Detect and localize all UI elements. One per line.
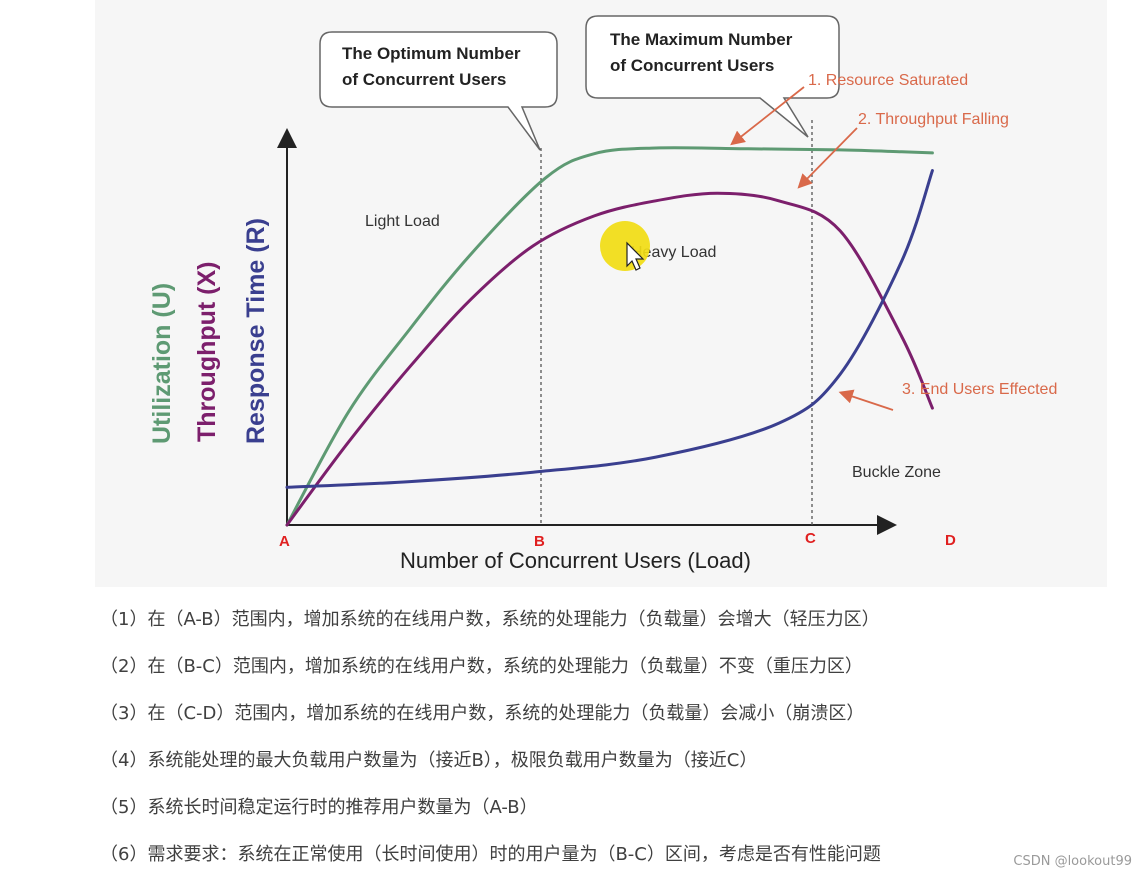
annotation-throughput-falling: 2. Throughput Falling xyxy=(858,111,1009,128)
note-6: （6）需求要求：系统在正常使用（长时间使用）时的用户量为（B-C）区间，考虑是否… xyxy=(100,844,881,865)
watermark: CSDN @lookout99 xyxy=(1013,854,1132,869)
ylabel-throughput: Throughput (X) xyxy=(193,262,221,443)
arrow-resource-saturated xyxy=(730,86,805,146)
callout-optimum: The Optimum Number of Concurrent Users xyxy=(319,31,558,151)
callout-maximum-line1: The Maximum Number xyxy=(610,30,793,49)
svg-text:The Maximum Number of C: The Maximum Number of Concurrent Users xyxy=(610,30,797,75)
arrow-throughput-falling xyxy=(797,127,858,189)
note-4: （4）系统能处理的最大负载用户数量为（接近B），极限负载用户数量为（接近C） xyxy=(100,750,758,771)
point-label-a: A xyxy=(279,533,290,550)
callout-optimum-line1: The Optimum Number xyxy=(342,44,521,63)
series-line-0 xyxy=(285,146,934,527)
performance-chart: Utilization (U) Throughput (X) Response … xyxy=(148,15,1057,573)
note-3: （3）在（C-D）范围内，增加系统的在线用户数，系统的处理能力（负载量）会减小（… xyxy=(100,703,865,724)
pointer-icon xyxy=(626,241,645,271)
point-label-b: B xyxy=(534,533,545,550)
region-heavy-load: Heavy Load xyxy=(631,244,716,261)
annotation-resource-saturated: 1. Resource Saturated xyxy=(808,72,968,89)
series-line-1 xyxy=(285,191,934,527)
note-2: （2）在（B-C）范围内，增加系统的在线用户数，系统的处理能力（负载量）不变（重… xyxy=(100,656,863,677)
arrow-end-users-effected xyxy=(838,389,894,411)
annotation-end-users-effected: 3. End Users Effected xyxy=(902,381,1057,398)
point-label-c: C xyxy=(805,530,816,547)
region-buckle-zone: Buckle Zone xyxy=(852,464,941,481)
ylabel-utilization: Utilization (U) xyxy=(148,283,176,444)
region-light-load: Light Load xyxy=(365,213,440,230)
callout-optimum-line2: of Concurrent Users xyxy=(342,70,506,89)
point-label-d: D xyxy=(945,532,956,549)
note-5: （5）系统长时间稳定运行时的推荐用户数量为（A-B） xyxy=(100,797,538,818)
cursor-highlight xyxy=(600,221,650,271)
callout-maximum: The Maximum Number of Concurrent Users xyxy=(585,15,840,138)
note-1: （1）在（A-B）范围内，增加系统的在线用户数，系统的处理能力（负载量）会增大（… xyxy=(100,609,880,630)
callout-maximum-line2: of Concurrent Users xyxy=(610,56,774,75)
series-layer xyxy=(285,146,934,527)
svg-text:The Optimum Number of Co: The Optimum Number of Concurrent Users xyxy=(342,44,525,89)
note-list: （1）在（A-B）范围内，增加系统的在线用户数，系统的处理能力（负载量）会增大（… xyxy=(100,604,1000,886)
series-line-2 xyxy=(285,169,934,489)
xlabel: Number of Concurrent Users (Load) xyxy=(400,548,751,573)
ylabel-response-time: Response Time (R) xyxy=(242,218,270,444)
